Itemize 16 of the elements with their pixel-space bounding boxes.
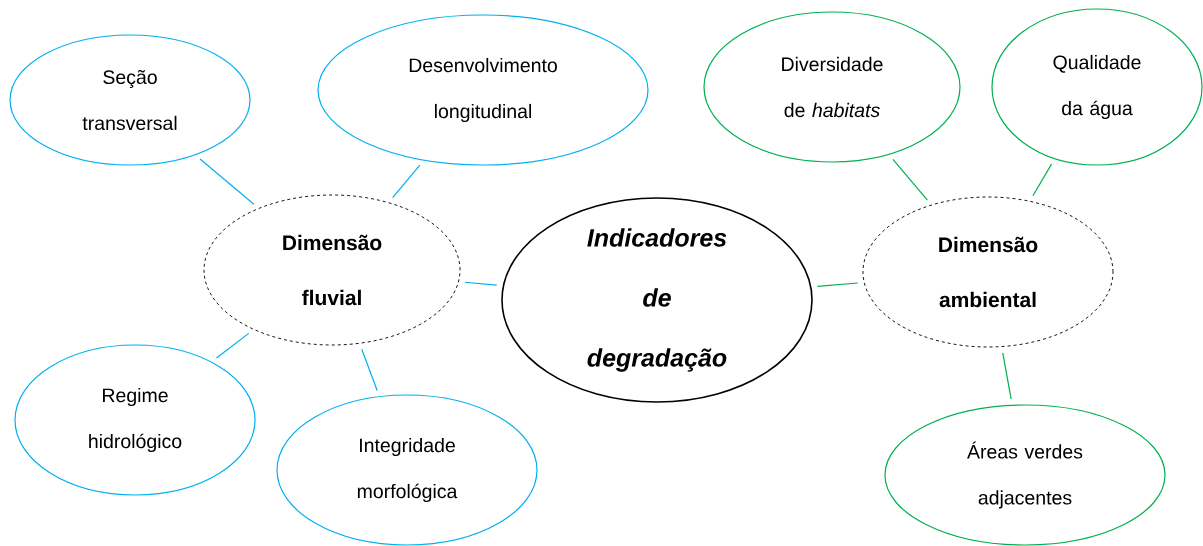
connector-line [199,158,255,205]
connector-line [392,164,421,199]
connector-line [1002,352,1012,400]
connector-line [464,281,498,286]
ellipse-node: Integridade morfológica [276,394,538,546]
ellipse-node: Diversidade de habitats [703,11,961,163]
connector-line [892,158,928,201]
ellipse-node: Regime hidrológico [14,344,256,496]
connector-line [1032,163,1053,197]
ellipse-node: Áreas verdes adjacentes [884,404,1166,546]
ellipse-node: Desenvolvimento longitudinal [317,14,649,166]
connector-line [361,348,378,392]
connector-line [816,282,859,288]
ellipse-node: Qualidade da água [991,8,1203,166]
ellipse-node: Seção transversal [9,34,251,166]
connector-line [215,332,250,359]
